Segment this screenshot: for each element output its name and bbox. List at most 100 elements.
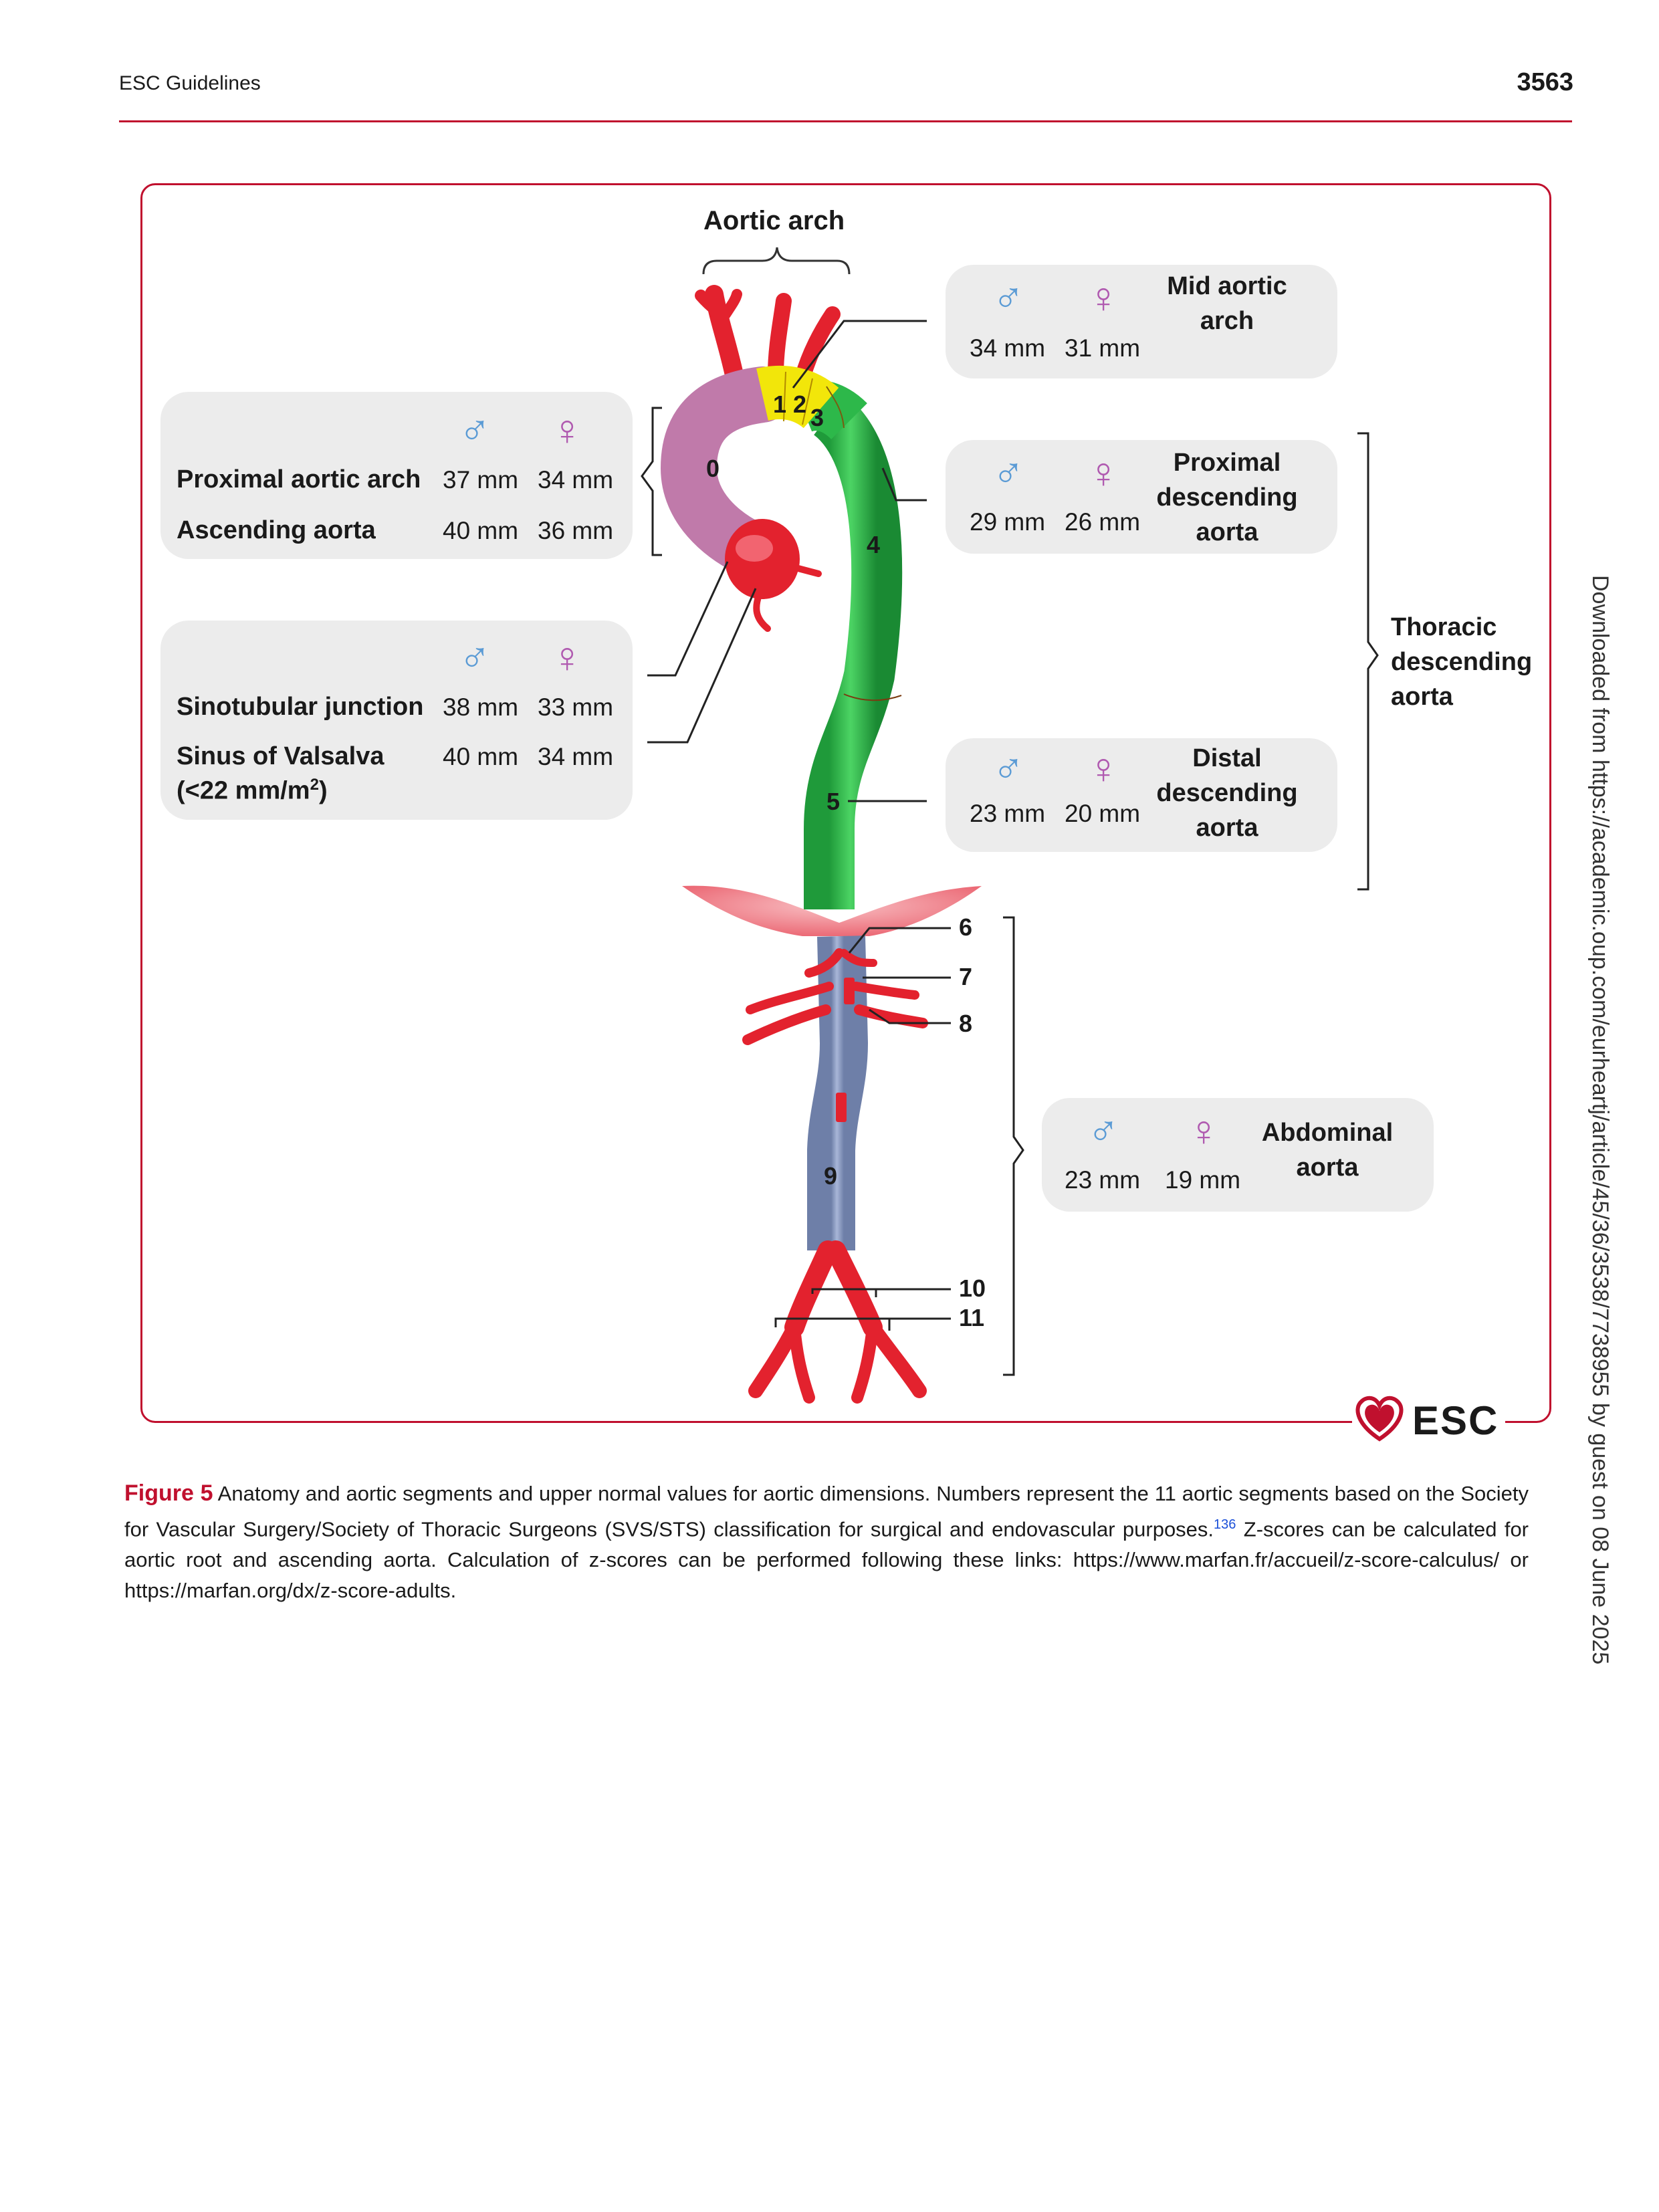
mid-arch-male: 34 mm	[970, 334, 1046, 362]
segment-9: 9	[824, 1162, 838, 1190]
row-label-stj: Sinotubular junction	[177, 693, 424, 721]
renal-arteries-lower	[742, 1004, 831, 1045]
left-carotid	[768, 293, 792, 382]
arch-segments-1-2	[756, 366, 839, 429]
segment-1: 1	[773, 391, 787, 418]
heart-logo-icon	[1352, 1396, 1407, 1444]
abdominal-female: 19 mm	[1165, 1166, 1241, 1194]
leader-10	[811, 1288, 951, 1294]
leader-11	[774, 1317, 951, 1327]
celiac-trunk	[804, 948, 844, 978]
page-number: 3563	[1517, 68, 1573, 96]
aortic-arch-title: Aortic arch	[703, 206, 845, 235]
figure-caption: Figure 5 Anatomy and aortic segments and…	[124, 1478, 1529, 1606]
download-watermark: Downloaded from https://academic.oup.com…	[1587, 575, 1613, 1665]
male-icon: ♂	[992, 273, 1024, 322]
esc-logo-text: ESC	[1406, 1398, 1506, 1444]
coronary-right	[753, 592, 771, 632]
row-female-stj: 33 mm	[538, 693, 614, 721]
panel-aortic-root	[160, 621, 633, 820]
female-icon: ♀	[1087, 273, 1119, 322]
abdominal-male: 23 mm	[1065, 1166, 1141, 1194]
thoracic-descending-aorta	[804, 394, 903, 909]
row-male-proximal-arch: 37 mm	[443, 466, 519, 493]
renal-artery-left	[851, 982, 919, 1000]
renal-artery-right	[746, 982, 834, 1014]
caption-reference[interactable]: 136	[1214, 1517, 1236, 1532]
leader-6	[848, 927, 951, 954]
segment-7: 7	[959, 963, 973, 990]
row-female-proximal-arch: 34 mm	[538, 466, 614, 493]
proximal-desc-female: 26 mm	[1065, 508, 1141, 536]
leader-mid-arch	[792, 320, 927, 389]
panel-abdominal	[1042, 1098, 1434, 1212]
panel-proximal-arch	[160, 392, 633, 559]
proximal-desc-title: Proximal descending aorta	[1156, 449, 1298, 546]
internal-iliac-right	[788, 1321, 815, 1404]
external-iliac-left	[865, 1320, 927, 1398]
segment-2: 2	[793, 391, 807, 418]
right-subclavian	[695, 290, 727, 320]
sinus-index-note: (<22 mm/m2)	[177, 776, 328, 805]
male-icon: ♂	[1087, 1107, 1119, 1155]
external-iliac-right	[748, 1320, 802, 1398]
row-female-ascending: 36 mm	[538, 517, 614, 544]
leader-sinus	[647, 588, 757, 744]
female-icon: ♀	[551, 633, 583, 681]
figure-label: Figure 5	[124, 1480, 213, 1506]
figure-frame	[140, 183, 1551, 1423]
segment-0: 0	[706, 455, 720, 482]
brace-proximal-arch	[641, 407, 662, 556]
mid-arch-female: 31 mm	[1065, 334, 1141, 362]
abdominal-title: Abdominal aorta	[1261, 1119, 1394, 1182]
mid-arch-title: Mid aortic arch	[1167, 272, 1287, 335]
thoracic-descending-label: Thoracic descending aorta	[1391, 613, 1533, 711]
brace-thoracic	[1357, 432, 1379, 891]
diaphragm	[682, 885, 982, 936]
row-female-sinus: 34 mm	[538, 743, 614, 770]
internal-iliac-left	[851, 1321, 879, 1404]
coronary-left	[790, 564, 822, 577]
male-icon: ♂	[459, 633, 491, 681]
ascending-aorta	[660, 366, 790, 576]
female-icon: ♀	[1087, 449, 1119, 497]
female-icon: ♀	[551, 406, 583, 454]
segment-11: 11	[959, 1304, 985, 1331]
row-label-proximal-arch: Proximal aortic arch	[177, 465, 421, 493]
panel-mid-arch	[946, 265, 1337, 378]
panel-distal-descending	[946, 738, 1337, 852]
row-male-ascending: 40 mm	[443, 517, 519, 544]
segment-6: 6	[959, 913, 973, 941]
right-carotid	[720, 289, 742, 320]
female-icon: ♀	[1188, 1107, 1220, 1155]
header-rule	[119, 120, 1572, 122]
distal-desc-male: 23 mm	[970, 800, 1046, 827]
male-icon: ♂	[459, 406, 491, 454]
row-male-stj: 38 mm	[443, 693, 519, 721]
leader-stj	[647, 561, 729, 677]
segment-8: 8	[959, 1010, 973, 1037]
row-label-sinus: Sinus of Valsalva	[177, 742, 384, 770]
row-male-sinus: 40 mm	[443, 743, 519, 770]
segment-4: 4	[867, 531, 881, 558]
row-label-ascending: Ascending aorta	[177, 516, 376, 544]
distal-desc-female: 20 mm	[1065, 800, 1141, 827]
male-icon: ♂	[992, 449, 1024, 497]
arch-brace	[702, 247, 851, 275]
running-header: ESC Guidelines	[119, 72, 261, 94]
male-icon: ♂	[992, 744, 1024, 792]
caption-text-2: Z-scores can be calculated for aortic ro…	[124, 1517, 1529, 1603]
leader-8	[869, 1008, 951, 1024]
distal-desc-title: Distal descending aorta	[1156, 744, 1298, 842]
female-icon: ♀	[1087, 744, 1119, 792]
ima-stump	[836, 1093, 847, 1122]
leader-proximal-desc	[881, 467, 927, 502]
segment-3: 3	[810, 404, 824, 431]
segment-10: 10	[959, 1275, 986, 1302]
proximal-desc-male: 29 mm	[970, 508, 1046, 536]
caption-text: Anatomy and aortic segments and upper no…	[124, 1482, 1529, 1541]
segment-5: 5	[826, 788, 841, 815]
brace-abdominal	[1003, 916, 1024, 1376]
sma-stump	[844, 978, 855, 1004]
